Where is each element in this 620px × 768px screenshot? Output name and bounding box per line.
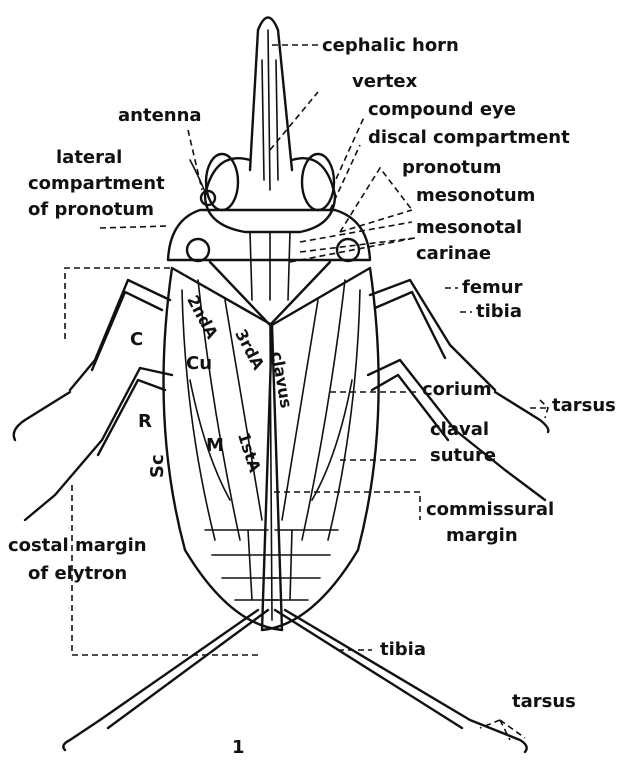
label-mesonotum: mesonotum (416, 186, 535, 206)
label-compound-eye: compound eye (368, 100, 516, 120)
label-costal-margin-2: of elytron (28, 564, 127, 584)
label-commissural-margin-2: margin (446, 526, 518, 546)
label-lateral-compartment-2: compartment (28, 174, 165, 194)
right-front-tarsus (495, 392, 548, 432)
antenna (190, 160, 206, 194)
vein-label-sc: Sc (148, 454, 168, 478)
label-tibia-upper: tibia (476, 302, 522, 322)
label-mesonotal-carinae-1: mesonotal (416, 218, 522, 238)
hind-leg-left (63, 610, 258, 750)
label-claval-suture-1: claval (430, 420, 489, 440)
left-apical-cells (205, 530, 278, 600)
left-lateral-compartment (187, 239, 209, 261)
label-vertex: vertex (352, 72, 417, 92)
label-tarsus-lower: tarsus (512, 692, 576, 712)
label-femur: femur (462, 278, 523, 298)
label-tibia-lower: tibia (380, 640, 426, 660)
right-lateral-compartment (337, 239, 359, 261)
vein-label-cu: Cu (186, 354, 212, 374)
vein-label-r: R (138, 412, 152, 432)
label-lateral-compartment-3: of pronotum (28, 200, 154, 220)
label-corium: corium (422, 380, 492, 400)
mesonotal-carinae (250, 232, 290, 300)
label-lateral-compartment-1: lateral (56, 148, 122, 168)
figure-number: 1 (232, 738, 245, 758)
vein-label-m: M (206, 436, 224, 456)
horn-midline (268, 30, 270, 190)
left-middle-leg (25, 368, 172, 520)
vein-label-c: C (130, 330, 143, 350)
label-pronotum: pronotum (402, 158, 501, 178)
label-antenna: antenna (118, 106, 202, 126)
left-front-tarsus (14, 392, 70, 440)
label-mesonotal-carinae-2: carinae (416, 244, 491, 264)
hind-leg-right (285, 610, 527, 752)
label-claval-suture-2: suture (430, 446, 496, 466)
label-costal-margin-1: costal margin (8, 536, 147, 556)
cephalic-horn (250, 18, 292, 171)
label-cephalic-horn: cephalic horn (322, 36, 459, 56)
label-discal-compartment: discal compartment (368, 128, 570, 148)
label-tarsus-upper: tarsus (552, 396, 616, 416)
label-commissural-margin-1: commissural (426, 500, 554, 520)
left-front-femur (70, 280, 170, 390)
